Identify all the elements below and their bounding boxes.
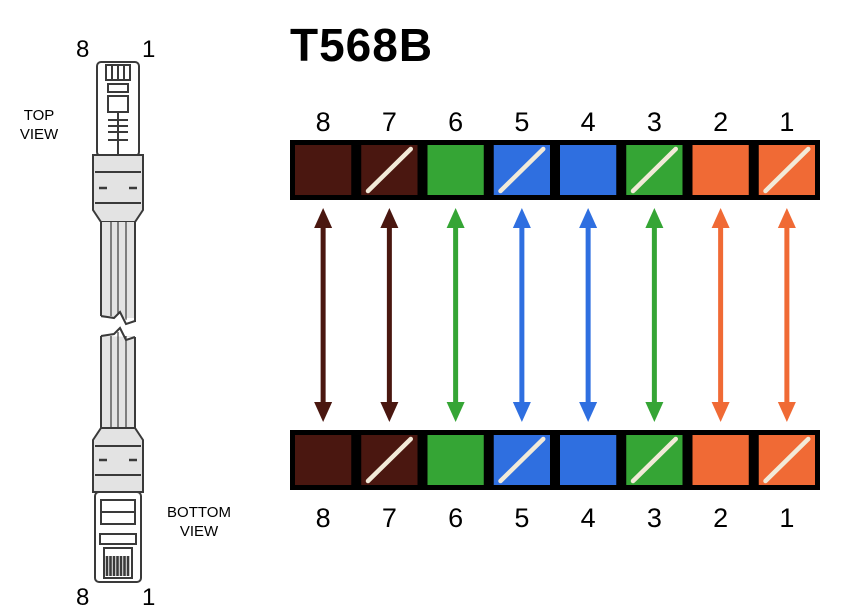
- bottom-pin-number-7: 7: [382, 503, 397, 533]
- arrow-pin-3-head-top: [645, 208, 664, 228]
- top-plug: [92, 61, 144, 326]
- top-pin-3-stripe: [630, 146, 678, 194]
- arrow-pin-7-head-bottom: [380, 402, 399, 422]
- bottom-pin-1-stripe: [763, 436, 811, 484]
- top-view-pin-1-label: 1: [142, 36, 156, 63]
- arrow-pin-8-head-bottom: [314, 402, 333, 422]
- arrow-pin-5-head-top: [512, 208, 531, 228]
- diagram-title: T568B: [290, 19, 434, 71]
- top-pin-8-wire: [295, 145, 352, 195]
- bottom-pin-4-wire: [560, 435, 617, 485]
- bottom-pin-2-wire: [692, 435, 749, 485]
- bottom-pin-6-wire: [427, 435, 484, 485]
- top-pin-number-2: 2: [713, 107, 728, 137]
- arrow-pin-2-head-top: [711, 208, 730, 228]
- top-view-label: TOP VIEW: [14, 106, 64, 144]
- bottom-pin-number-2: 2: [713, 503, 728, 533]
- arrow-pin-3-head-bottom: [645, 402, 664, 422]
- bottom-view-label-line-2: VIEW: [179, 523, 219, 540]
- bottom-pin-7-stripe: [365, 436, 413, 484]
- arrow-pin-4-head-top: [579, 208, 598, 228]
- bottom-plug: [92, 326, 144, 583]
- top-pin-number-1: 1: [779, 107, 794, 137]
- bottom-view-pin-8-label: 8: [76, 584, 90, 611]
- arrow-pin-6-head-top: [446, 208, 465, 228]
- top-pin-number-7: 7: [382, 107, 397, 137]
- bottom-pin-number-6: 6: [448, 503, 463, 533]
- bottom-pin-number-3: 3: [647, 503, 662, 533]
- top-pin-5-stripe: [498, 146, 546, 194]
- arrow-pin-1-head-bottom: [777, 402, 796, 422]
- top-pin-6-wire: [427, 145, 484, 195]
- bottom-pin-number-5: 5: [514, 503, 529, 533]
- bottom-view-label-line-1: BOTTOM: [167, 504, 231, 521]
- top-pin-7-stripe: [365, 146, 413, 194]
- top-pin-4-wire: [560, 145, 617, 195]
- bottom-pin-8-wire: [295, 435, 352, 485]
- top-pin-2-wire: [692, 145, 749, 195]
- top-pin-number-3: 3: [647, 107, 662, 137]
- top-pin-number-8: 8: [316, 107, 331, 137]
- arrow-pin-6-head-bottom: [446, 402, 465, 422]
- bottom-view-label: BOTTOM VIEW: [150, 503, 248, 541]
- top-view-pin-8-label: 8: [76, 36, 90, 63]
- arrow-pin-2-head-bottom: [711, 402, 730, 422]
- top-pin-number-4: 4: [581, 107, 596, 137]
- arrow-pin-1-head-top: [777, 208, 796, 228]
- arrow-pin-8-head-top: [314, 208, 333, 228]
- arrow-pin-7-head-top: [380, 208, 399, 228]
- bottom-pin-number-8: 8: [316, 503, 331, 533]
- arrow-pin-4-head-bottom: [579, 402, 598, 422]
- bottom-pin-5-stripe: [498, 436, 546, 484]
- arrow-pin-5-head-bottom: [512, 402, 531, 422]
- bottom-view-pin-1-label: 1: [142, 584, 156, 611]
- top-pin-1-stripe: [763, 146, 811, 194]
- bottom-pin-number-1: 1: [779, 503, 794, 533]
- top-view-label-line-2: VIEW: [19, 126, 59, 143]
- bottom-pin-3-stripe: [630, 436, 678, 484]
- top-pin-number-6: 6: [448, 107, 463, 137]
- top-view-label-line-1: TOP: [23, 107, 55, 124]
- bottom-pin-number-4: 4: [581, 503, 596, 533]
- top-pin-number-5: 5: [514, 107, 529, 137]
